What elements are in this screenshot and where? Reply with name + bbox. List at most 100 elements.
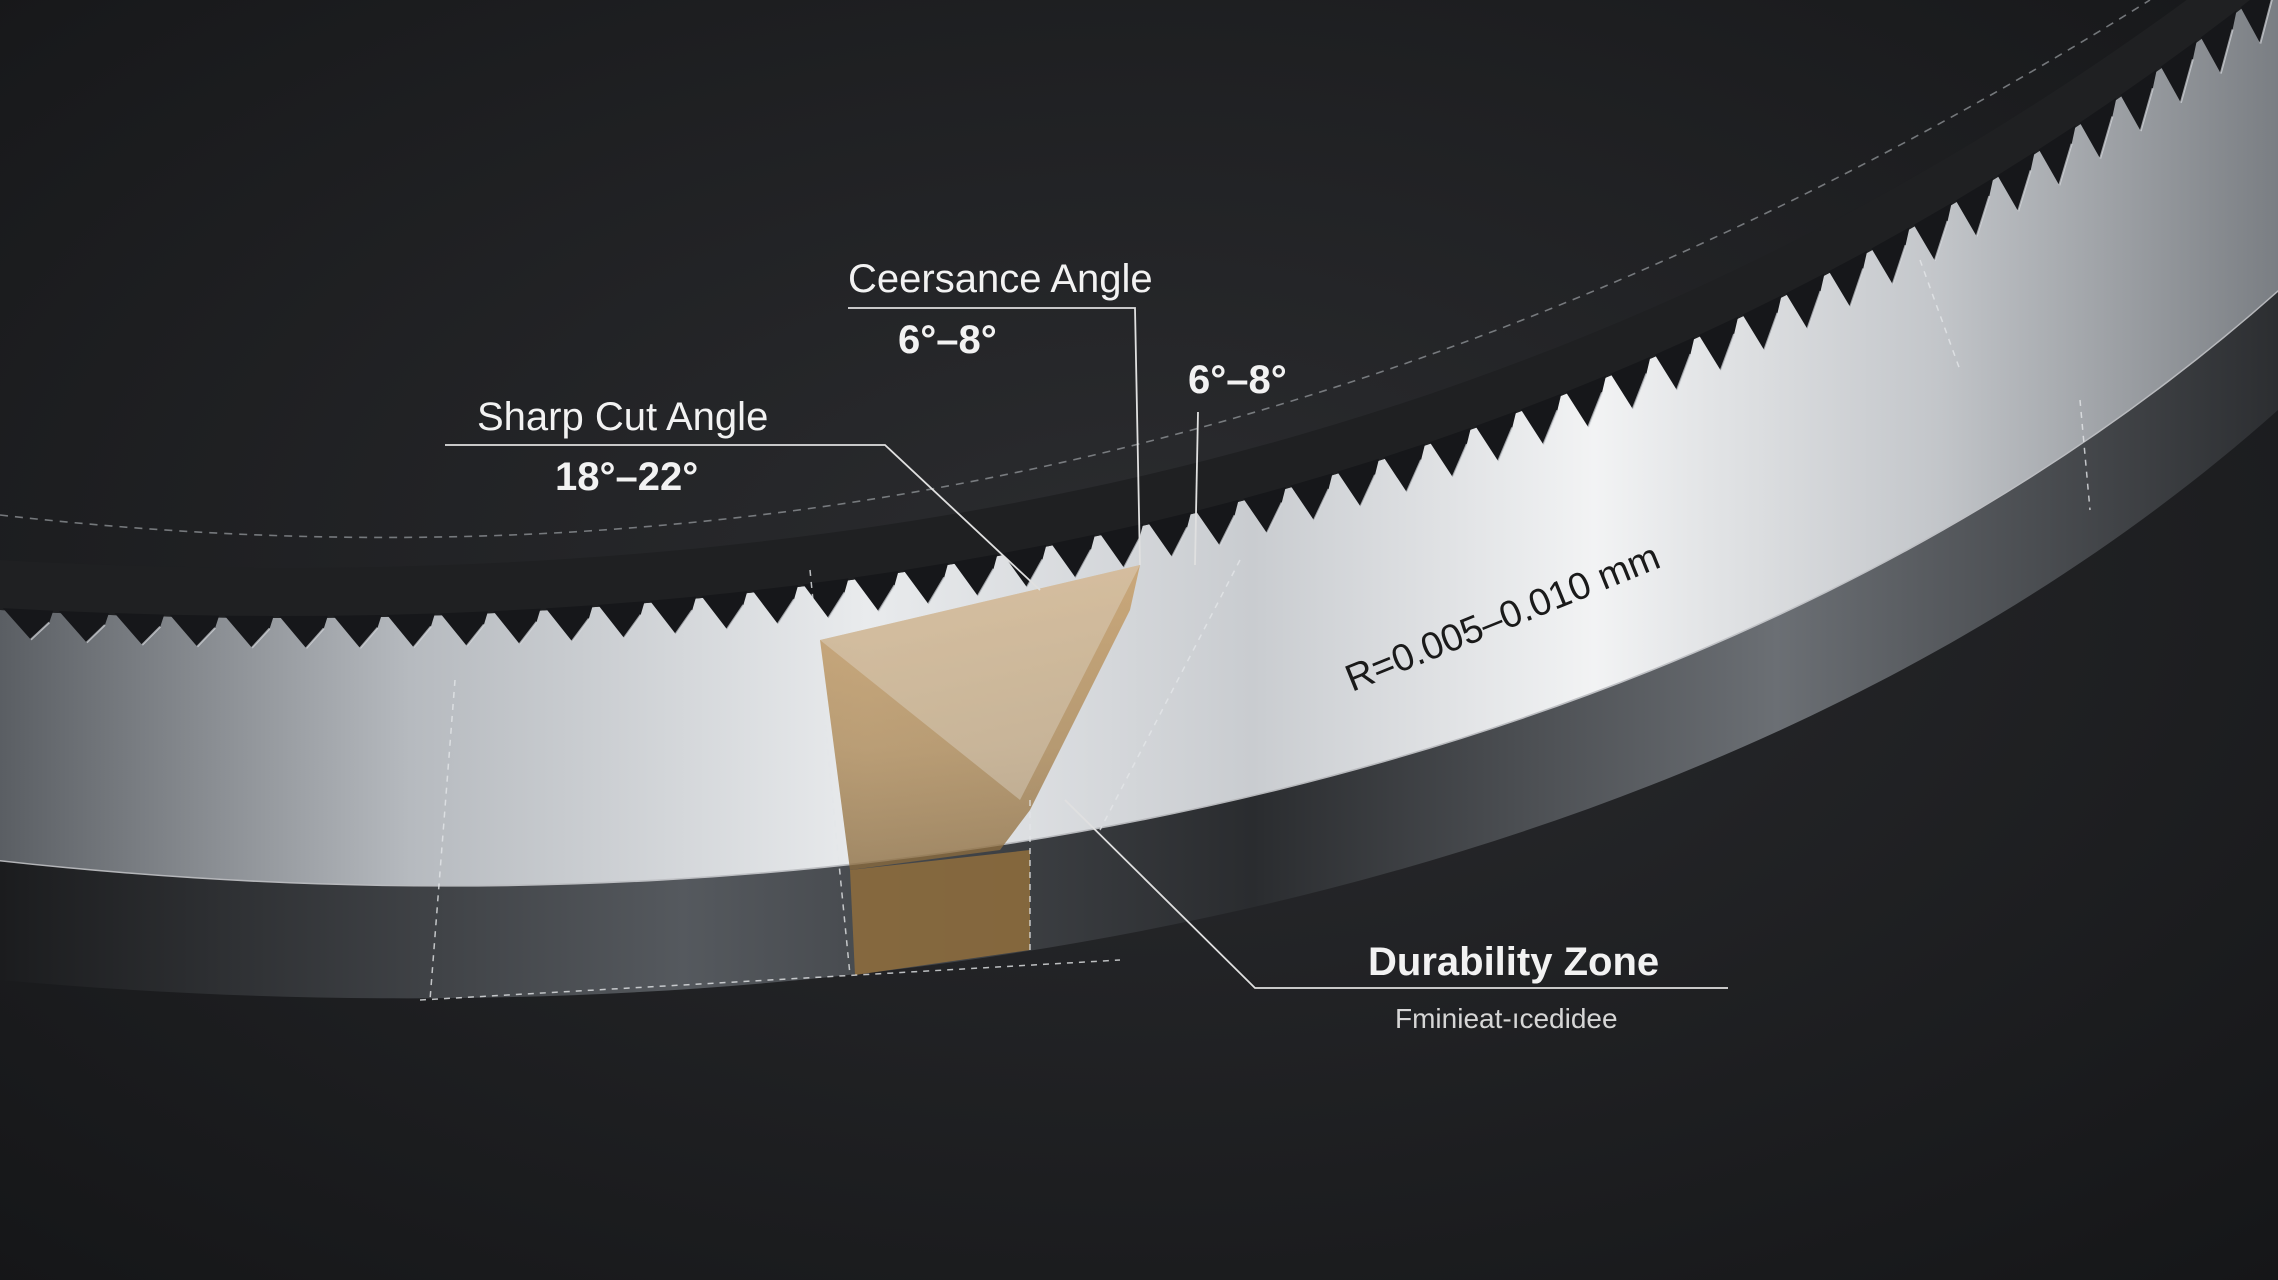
blade-teeth xyxy=(0,0,2273,649)
saw-tooth-gullet xyxy=(2120,69,2157,132)
saw-tooth-bevel xyxy=(2058,143,2073,186)
durability-zone-face xyxy=(820,565,1140,870)
saw-tooth-gullet xyxy=(853,570,899,612)
saw-tooth-bevel xyxy=(1763,312,1779,351)
saw-tooth-bevel xyxy=(976,568,995,597)
saw-tooth-gullet xyxy=(701,591,748,630)
saw-tooth-bevel xyxy=(927,576,946,605)
saw-tooth-bevel xyxy=(1719,333,1736,371)
saw-tooth-gullet xyxy=(1195,499,1239,546)
saw-tooth-bevel xyxy=(1806,290,1822,330)
saw-tooth-gullet xyxy=(1871,227,1910,285)
saw-tooth-gullet xyxy=(333,614,382,649)
saw-tooth-gullet xyxy=(1148,512,1192,557)
durability-zone-title: Durability Zone xyxy=(1368,940,1659,984)
saw-tooth-gullet xyxy=(1429,427,1471,478)
saw-tooth-bevel xyxy=(251,627,271,649)
durability-zone-subtitle: Fminieat-ıcedidee xyxy=(1395,1003,1618,1034)
saw-tooth-bevel xyxy=(1171,527,1189,558)
leader-clearance xyxy=(848,307,1141,566)
guide-arc-outer xyxy=(0,0,2151,539)
saw-tooth-gullet xyxy=(2200,10,2237,74)
saw-tooth-gullet xyxy=(1913,202,1952,261)
saw-tooth-gullet xyxy=(545,605,593,642)
saw-tooth-gullet xyxy=(2038,125,2076,186)
saw-tooth-gullet xyxy=(58,610,109,643)
saw-tooth-bevel xyxy=(518,621,538,645)
saw-tooth-bevel xyxy=(2139,88,2154,132)
saw-tooth-bevel xyxy=(2099,116,2114,159)
saw-tooth-bevel xyxy=(359,627,379,649)
saw-tooth-gullet xyxy=(1290,473,1333,521)
clearance-angle-title: Ceersance Angle xyxy=(848,257,1153,301)
saw-tooth-gullet xyxy=(1565,375,1607,428)
saw-tooth-gullet xyxy=(598,601,645,638)
saw-tooth-bevel xyxy=(141,626,161,646)
saw-tooth-gullet xyxy=(114,613,165,645)
saw-tooth-bevel xyxy=(30,621,50,641)
saw-tooth-bevel xyxy=(305,627,325,649)
leader-sharp-cut xyxy=(445,444,1041,591)
saw-tooth-bevel xyxy=(196,627,216,648)
saw-tooth-gullet xyxy=(1654,337,1695,391)
saw-tooth-gullet xyxy=(493,608,541,644)
sharp-cut-angle-title: Sharp Cut Angle xyxy=(477,395,768,439)
sharp-cut-angle-value: 18°–22° xyxy=(555,455,698,499)
saw-tooth-bevel xyxy=(86,624,106,644)
saw-tooth-bevel xyxy=(1587,391,1603,428)
saw-tooth-bevel xyxy=(1542,409,1559,445)
saw-tooth-gullet xyxy=(752,585,799,624)
saw-tooth-bevel xyxy=(827,592,846,619)
saw-tooth-gullet xyxy=(2079,97,2117,159)
saw-tooth-bevel xyxy=(1266,502,1283,534)
saw-tooth-gullet xyxy=(1337,458,1380,507)
saw-tooth-bevel xyxy=(1123,538,1141,569)
tooth-tip-gap xyxy=(0,0,2253,619)
saw-tooth-gullet xyxy=(386,613,435,648)
blade-side-edge xyxy=(0,290,2278,999)
saw-tooth-bevel xyxy=(1849,268,1865,308)
saw-tooth-bevel xyxy=(623,614,642,639)
saw-tooth-bevel xyxy=(1891,244,1907,285)
saw-tooth-bevel xyxy=(1313,488,1330,521)
saw-tooth-gullet xyxy=(1955,177,1994,237)
saw-tooth-gullet xyxy=(440,611,488,646)
saw-tooth-bevel xyxy=(1359,474,1376,507)
saw-tooth-bevel xyxy=(466,623,485,647)
saw-tooth-bevel xyxy=(726,604,745,630)
clearance-wedge xyxy=(820,565,1140,800)
saw-tooth-gullet xyxy=(1051,534,1096,578)
leader-secondary xyxy=(1194,411,1199,566)
saw-tooth-gullet xyxy=(2240,0,2272,44)
saw-tooth-bevel xyxy=(1074,549,1092,579)
saw-tooth-gullet xyxy=(1997,151,2035,212)
saw-tooth-gullet xyxy=(1828,250,1868,307)
saw-tooth-gullet xyxy=(1475,411,1517,462)
saw-tooth-bevel xyxy=(1631,373,1648,410)
saw-tooth-bevel xyxy=(2179,59,2194,103)
saw-tooth-gullet xyxy=(1099,523,1144,568)
saw-tooth-bevel xyxy=(571,618,590,642)
saw-tooth-gullet xyxy=(224,615,274,648)
saw-tooth-gullet xyxy=(1785,273,1825,329)
saw-tooth-bevel xyxy=(1218,514,1236,546)
saw-tooth-gullet xyxy=(1698,316,1739,371)
saw-tooth-gullet xyxy=(1520,393,1562,445)
saw-tooth-bevel xyxy=(1933,220,1949,261)
saw-tooth-gullet xyxy=(649,596,697,634)
saw-tooth-bevel xyxy=(1451,443,1468,478)
saw-tooth-gullet xyxy=(1610,356,1651,410)
saw-tooth-bevel xyxy=(1026,559,1044,588)
saw-tooth-gullet xyxy=(2160,40,2197,103)
saw-tooth-gullet xyxy=(2,608,54,640)
saw-tooth-bevel xyxy=(1975,195,1991,237)
section-lines xyxy=(419,259,2091,1001)
secondary-angle-value: 6°–8° xyxy=(1188,358,1287,402)
saw-tooth-bevel xyxy=(1405,459,1423,493)
leader-lines xyxy=(445,307,1728,989)
saw-tooth-bevel xyxy=(1497,427,1514,462)
saw-tooth-bevel xyxy=(2017,170,2032,212)
saw-tooth-bevel xyxy=(674,609,694,635)
saw-tooth-bevel xyxy=(777,598,795,625)
saw-tooth-gullet xyxy=(279,615,328,649)
